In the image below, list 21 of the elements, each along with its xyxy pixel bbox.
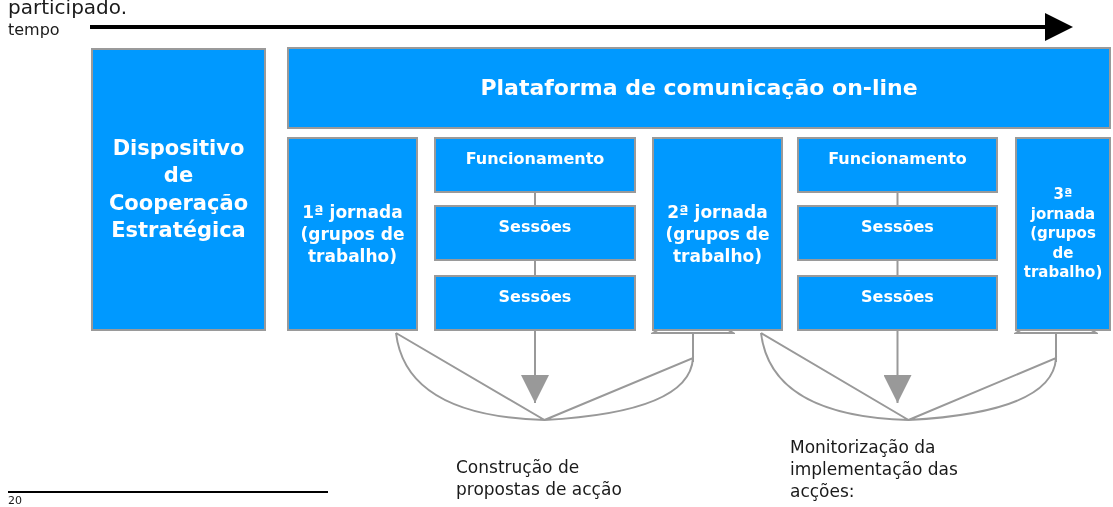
process-box: 2ª jornada (grupos de trabalho) <box>652 137 783 331</box>
connector-line <box>896 192 899 206</box>
axis-label: tempo <box>8 20 61 40</box>
process-box: Sessões <box>797 275 998 331</box>
process-box: 3ª jornada (grupos de trabalho) <box>1015 137 1111 331</box>
process-box: Dispositivo de Cooperação Estratégica <box>91 48 266 331</box>
process-box: Sessões <box>797 205 998 261</box>
process-box: Sessões <box>434 205 636 261</box>
process-box: Sessões <box>434 275 636 331</box>
footnote-number: 20 <box>8 494 23 507</box>
process-box: Funcionamento <box>434 137 636 193</box>
phase-label: Construção de propostas de acção <box>456 456 623 500</box>
phase-label: Monitorização da implementação das acções: <box>790 436 959 502</box>
process-box: Funcionamento <box>797 137 998 193</box>
connector-line <box>534 260 536 276</box>
connector-line <box>896 260 899 276</box>
curved-arrow <box>883 330 912 404</box>
platform-banner: Plataforma de comunicação on-line <box>287 47 1111 129</box>
curved-arrow <box>521 330 549 404</box>
connector-line <box>534 192 536 206</box>
process-box: 1ª jornada (grupos de trabalho) <box>287 137 418 331</box>
